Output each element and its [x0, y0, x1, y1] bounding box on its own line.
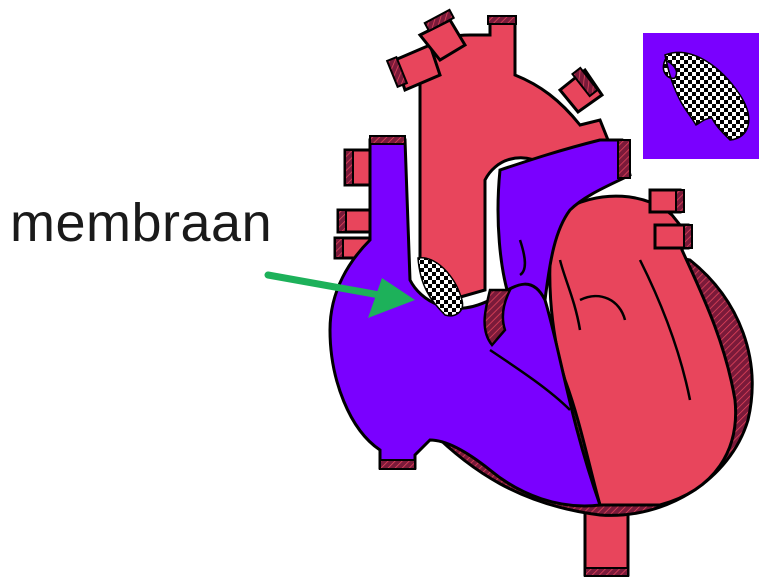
- descending-aorta-cap: [585, 568, 628, 576]
- aortic-branch-cap: [488, 16, 516, 24]
- membrane-label: membraan: [10, 196, 272, 250]
